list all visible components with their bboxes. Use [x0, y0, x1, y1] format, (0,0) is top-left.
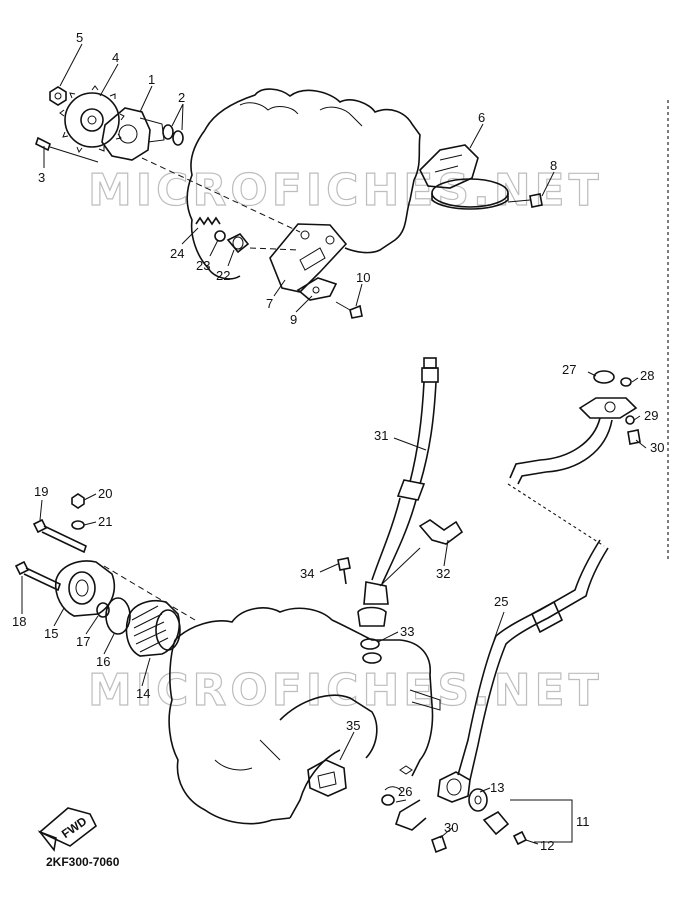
oil-strainer-6 [419, 144, 543, 210]
label-part-6: 6 [478, 110, 485, 125]
lower-crankcase-outline [168, 607, 441, 825]
relief-valve-and-plate [141, 157, 363, 319]
label-part-17: 17 [76, 634, 90, 649]
part-labels: 5 4 1 2 3 6 8 24 23 22 7 9 10 27 28 29 3… [12, 30, 664, 853]
label-part-5: 5 [76, 30, 83, 45]
figure-code: 2KF300-7060 [46, 855, 120, 869]
label-part-21: 21 [98, 514, 112, 529]
label-part-29: 29 [644, 408, 658, 423]
label-part-8: 8 [550, 158, 557, 173]
label-part-14: 14 [136, 686, 150, 701]
label-part-18: 18 [12, 614, 26, 629]
label-part-19: 19 [34, 484, 48, 499]
label-part-31: 31 [374, 428, 388, 443]
label-part-33: 33 [400, 624, 414, 639]
label-part-16: 16 [96, 654, 110, 669]
front-direction-arrow: FWD [37, 807, 98, 852]
label-part-27: 27 [562, 362, 576, 377]
label-part-34: 34 [300, 566, 314, 581]
label-part-28: 28 [640, 368, 654, 383]
watermark-top: MICROFICHES.NET [88, 165, 603, 216]
label-part-9: 9 [290, 312, 297, 327]
label-part-11: 11 [576, 814, 590, 829]
label-part-35: 35 [346, 718, 360, 733]
oil-filter-assembly [14, 493, 196, 657]
label-part-4: 4 [112, 50, 119, 65]
upper-crankcase-outline [186, 88, 421, 280]
oil-hoses [307, 357, 641, 854]
label-part-24: 24 [170, 246, 184, 261]
label-part-12: 12 [540, 838, 554, 853]
watermark-bottom: MICROFICHES.NET [88, 665, 603, 716]
leader-lines [21, 43, 647, 845]
label-part-7: 7 [266, 296, 273, 311]
label-part-30-lower: 30 [444, 820, 458, 835]
label-part-20: 20 [98, 486, 112, 501]
oil-pump-assembly [35, 85, 184, 163]
label-part-25: 25 [494, 594, 508, 609]
label-part-23: 23 [196, 258, 210, 273]
label-part-13: 13 [490, 780, 504, 795]
label-part-26: 26 [398, 784, 412, 799]
label-part-2: 2 [178, 90, 185, 105]
label-part-10: 10 [356, 270, 370, 285]
label-part-1: 1 [148, 72, 155, 87]
label-part-30-upper: 30 [650, 440, 664, 455]
label-part-15: 15 [44, 626, 58, 641]
label-part-22: 22 [216, 268, 230, 283]
label-part-3: 3 [38, 170, 45, 185]
front-arrow-label: FWD [59, 814, 90, 841]
label-part-32: 32 [436, 566, 450, 581]
